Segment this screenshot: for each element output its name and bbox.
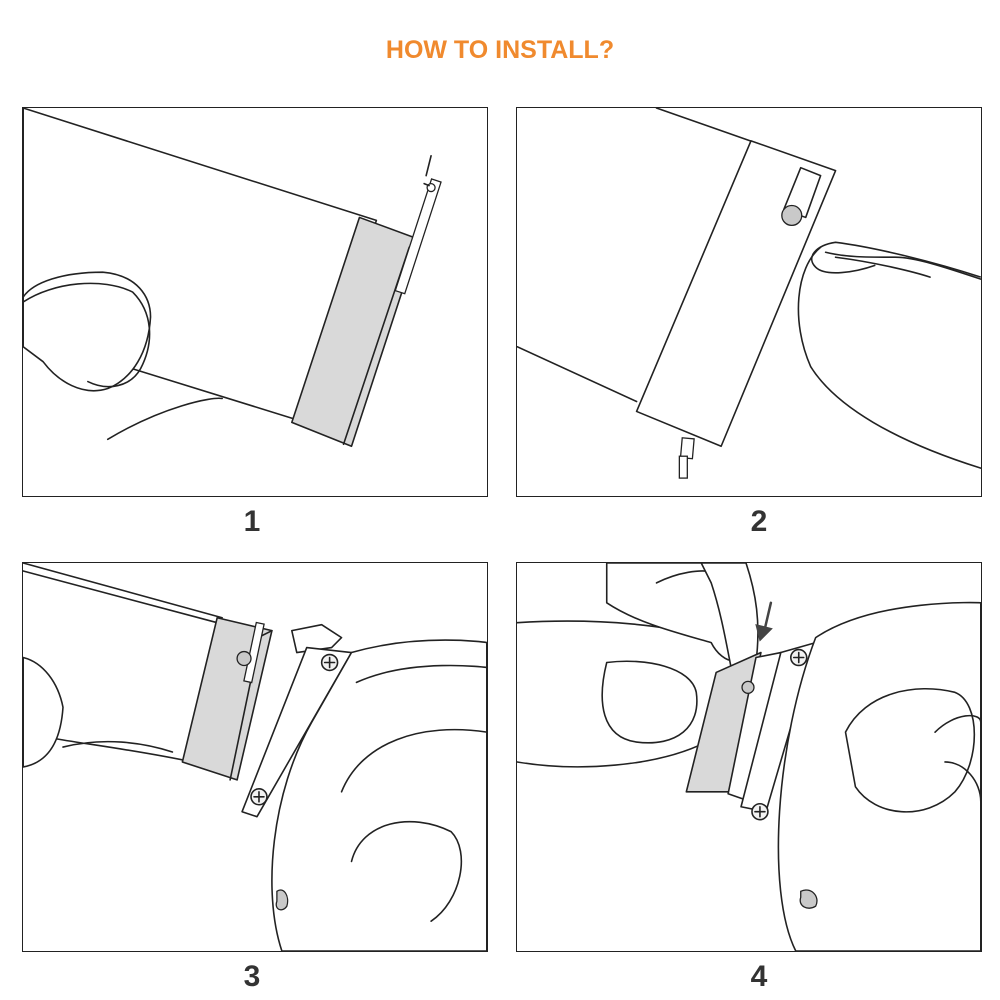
step-2-number: 2 bbox=[750, 505, 768, 538]
strap-pin-drawing bbox=[23, 108, 442, 448]
step-3-illustration bbox=[22, 562, 488, 952]
step-4-number: 4 bbox=[750, 960, 768, 993]
step-4-illustration bbox=[516, 562, 982, 952]
align-strap-drawing bbox=[23, 563, 487, 951]
press-pin-drawing bbox=[517, 563, 981, 951]
step-1-number: 1 bbox=[243, 505, 261, 538]
step-3-number: 3 bbox=[243, 960, 261, 993]
step-1-illustration bbox=[22, 107, 488, 497]
page-title: HOW TO INSTALL? bbox=[385, 36, 615, 64]
step-2-illustration bbox=[516, 107, 982, 497]
pull-lever-drawing bbox=[517, 108, 981, 496]
